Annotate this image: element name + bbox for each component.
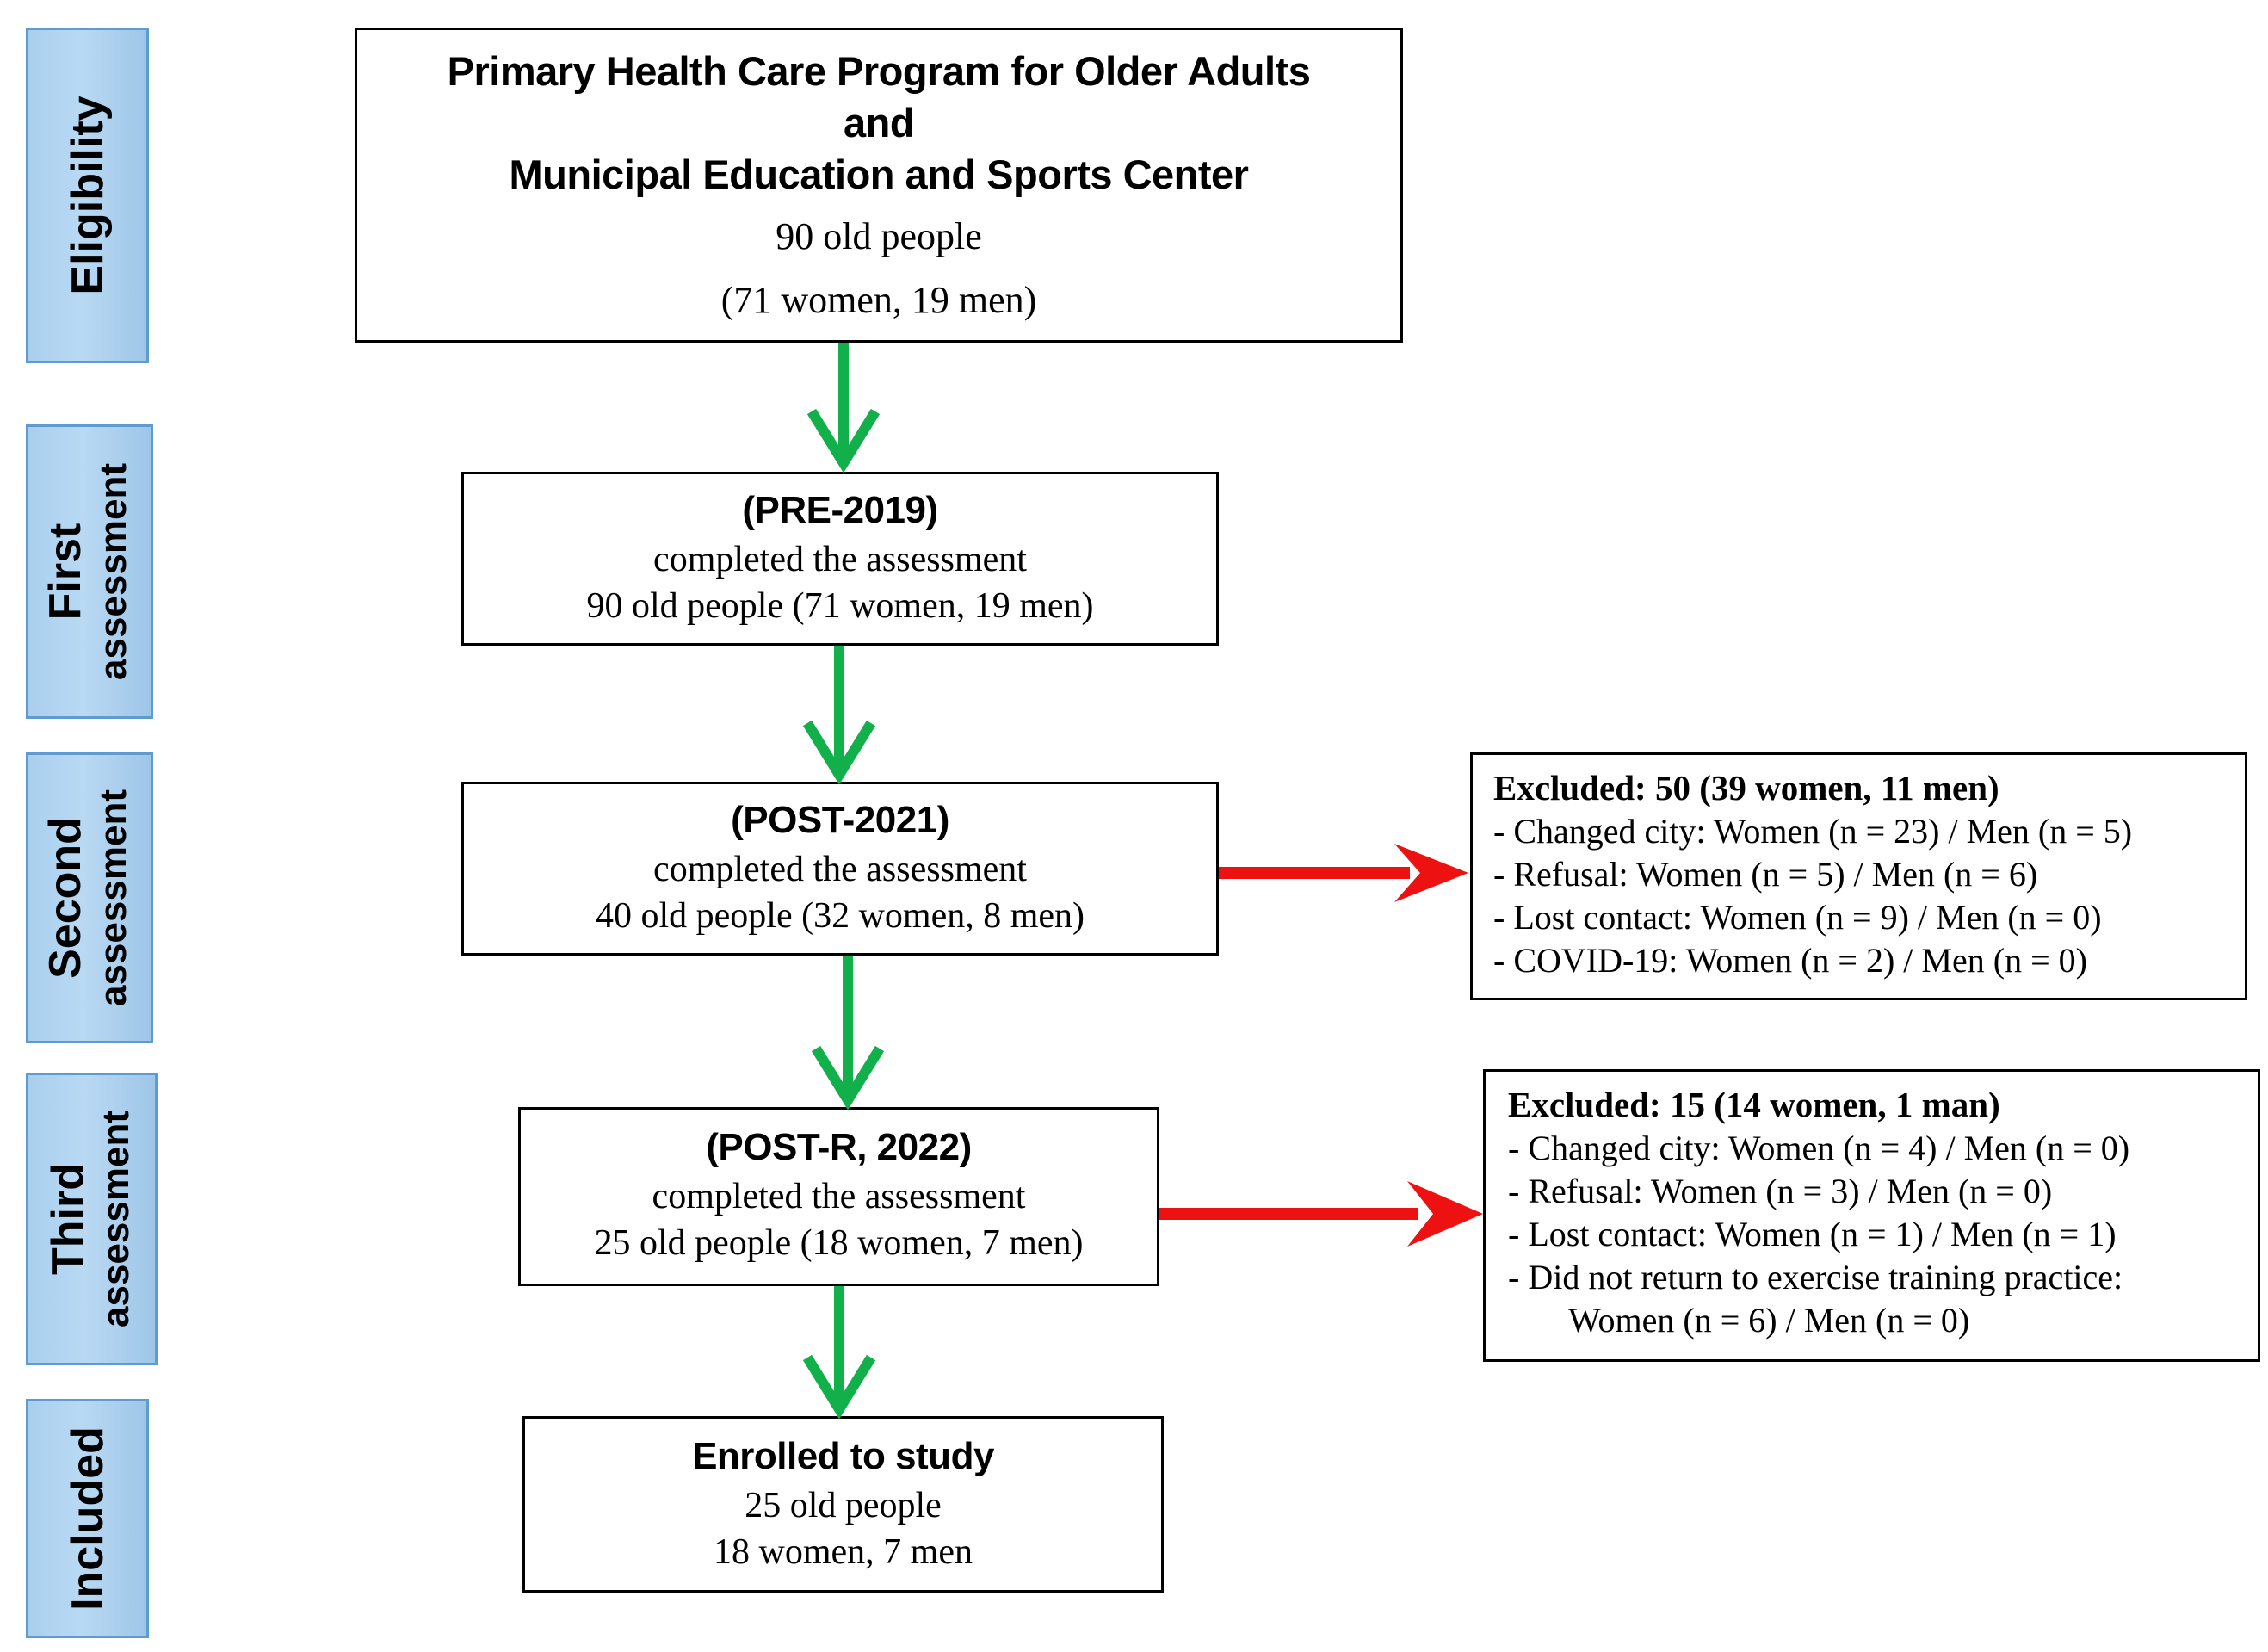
third-assessment-box: (POST-R, 2022) completed the assessment … — [518, 1107, 1159, 1286]
flow-arrow-1 — [806, 343, 881, 473]
flow-arrow-4 — [802, 1286, 876, 1420]
first-assessment-box: (PRE-2019) completed the assessment 90 o… — [461, 472, 1219, 646]
excluded-third-header: Excluded: 15 (14 women, 1 man) — [1508, 1085, 2000, 1124]
stage-eligibility: Eligibility — [26, 28, 149, 363]
eligibility-count: 90 old people — [776, 215, 982, 257]
exclusion-reason: - COVID-19: Women (n = 2) / Men (n = 0) — [1493, 941, 2087, 980]
exclusion-reason: - Lost contact: Women (n = 1) / Men (n =… — [1508, 1215, 2117, 1253]
exclusion-reason: Women (n = 6) / Men (n = 0) — [1568, 1301, 1970, 1340]
second-assessment-box: (POST-2021) completed the assessment 40 … — [461, 782, 1219, 956]
first-assessment-line1: completed the assessment — [653, 540, 1027, 579]
stage-included: Included — [26, 1399, 149, 1638]
exclusion-reason: - Refusal: Women (n = 5) / Men (n = 6) — [1493, 855, 2038, 894]
eligibility-title-line3: Municipal Education and Sports Center — [509, 152, 1249, 197]
exclusion-reason: - Did not return to exercise training pr… — [1508, 1258, 2123, 1296]
eligibility-title-line1: Primary Health Care Program for Older Ad… — [447, 48, 1311, 94]
third-assessment-title: (POST-R, 2022) — [706, 1126, 972, 1168]
included-box: Enrolled to study 25 old people 18 women… — [522, 1416, 1164, 1593]
included-line1: 25 old people — [745, 1486, 942, 1525]
exclusion-reason: - Lost contact: Women (n = 9) / Men (n =… — [1493, 898, 2102, 937]
eligibility-title-line2: and — [843, 100, 915, 145]
exclusion-arrow-second — [1219, 844, 1468, 902]
excluded-third-box: Excluded: 15 (14 women, 1 man) - Changed… — [1483, 1069, 2260, 1362]
first-assessment-line2: 90 old people (71 women, 19 men) — [586, 586, 1094, 626]
second-assessment-line1: completed the assessment — [653, 850, 1027, 889]
exclusion-arrow-third — [1159, 1181, 1483, 1247]
exclusion-reason: - Changed city: Women (n = 23) / Men (n … — [1493, 812, 2133, 851]
flow-arrow-2 — [802, 646, 876, 785]
second-assessment-line2: 40 old people (32 women, 8 men) — [595, 896, 1085, 936]
included-title: Enrolled to study — [692, 1435, 994, 1477]
third-assessment-line2: 25 old people (18 women, 7 men) — [594, 1223, 1084, 1263]
second-assessment-title: (POST-2021) — [731, 799, 949, 841]
included-line2: 18 women, 7 men — [714, 1532, 973, 1572]
exclusion-reason: - Refusal: Women (n = 3) / Men (n = 0) — [1508, 1172, 2053, 1210]
excluded-second-box: Excluded: 50 (39 women, 11 men) - Change… — [1470, 752, 2247, 1000]
third-assessment-line1: completed the assessment — [652, 1177, 1026, 1216]
first-assessment-title: (PRE-2019) — [742, 489, 938, 531]
exclusion-reason: - Changed city: Women (n = 4) / Men (n =… — [1508, 1129, 2130, 1167]
eligibility-detail: (71 women, 19 men) — [720, 279, 1037, 321]
flow-arrow-3 — [811, 956, 885, 1111]
excluded-second-header: Excluded: 50 (39 women, 11 men) — [1493, 768, 1999, 807]
eligibility-box: Primary Health Care Program for Older Ad… — [355, 28, 1403, 343]
